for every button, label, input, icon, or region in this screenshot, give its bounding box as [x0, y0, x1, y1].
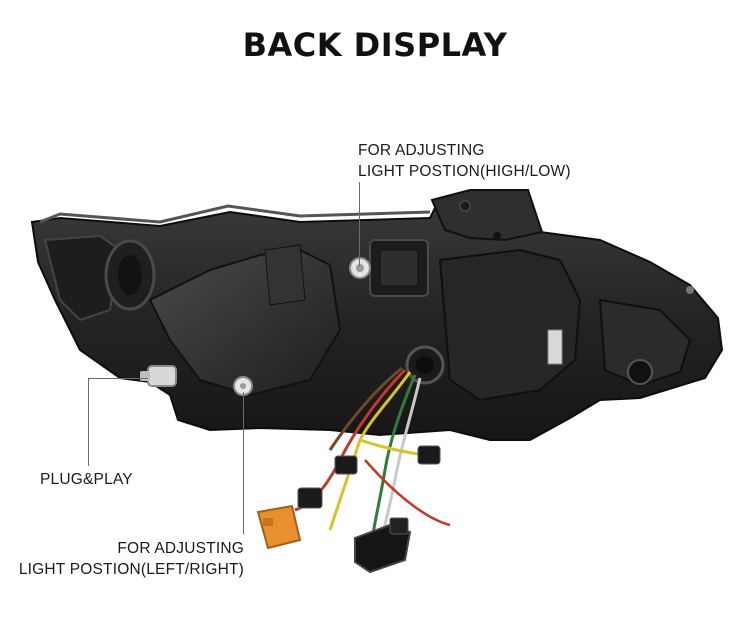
- callout-adjust-left-right: FOR ADJUSTING LIGHT POSTION(LEFT/RIGHT): [17, 538, 244, 580]
- callout-high-low-line2: LIGHT POSTION(HIGH/LOW): [358, 163, 571, 180]
- leader-line-left-right: [243, 392, 244, 534]
- leader-line-high-low: [359, 182, 360, 266]
- callout-plug-play: PLUG&PLAY: [40, 469, 133, 490]
- callout-left-right-line1: FOR ADJUSTING: [117, 540, 244, 557]
- leader-line-plug-play-horizontal: [88, 378, 148, 379]
- callout-high-low-line1: FOR ADJUSTING: [358, 142, 485, 159]
- leader-line-plug-play: [88, 378, 89, 466]
- callout-plug-play-label: PLUG&PLAY: [40, 471, 133, 488]
- orange-connector: [256, 504, 302, 550]
- page-title: BACK DISPLAY: [242, 26, 508, 64]
- callout-left-right-line2: LIGHT POSTION(LEFT/RIGHT): [18, 561, 244, 578]
- callout-adjust-high-low: FOR ADJUSTING LIGHT POSTION(HIGH/LOW): [358, 140, 571, 182]
